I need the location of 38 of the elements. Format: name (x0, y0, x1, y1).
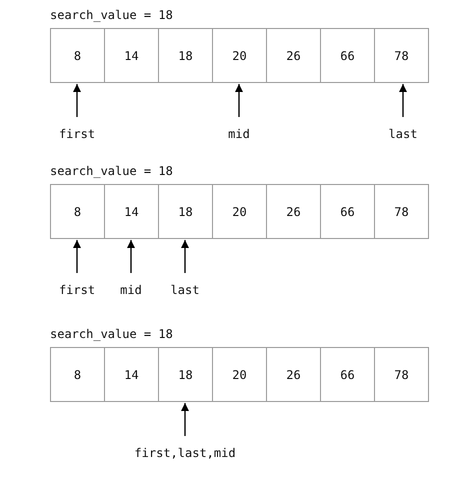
pointer-label: mid (228, 127, 250, 141)
arrow (181, 403, 189, 436)
variable-label: search_value = 18 (50, 8, 173, 22)
pointer-label: first,last,mid (134, 446, 236, 460)
pointer-label: last (388, 127, 418, 141)
array-cell: 18 (158, 28, 213, 83)
arrow (181, 240, 189, 273)
pointer-label: first (58, 283, 96, 297)
variable-label: search_value = 18 (50, 164, 173, 178)
array-cell: 18 (158, 184, 213, 239)
array-cell: 26 (266, 28, 321, 83)
array-cell: 78 (374, 184, 429, 239)
array-cell: 18 (158, 347, 213, 402)
arrow (73, 84, 81, 117)
pointer-label: last (170, 283, 200, 297)
arrow (399, 84, 407, 117)
array-cell: 78 (374, 347, 429, 402)
array-cell: 8 (50, 347, 105, 402)
array-cell: 8 (50, 28, 105, 83)
array-cell: 8 (50, 184, 105, 239)
array-cell: 14 (104, 347, 159, 402)
array-cell: 20 (212, 184, 267, 239)
array-cell: 78 (374, 28, 429, 83)
array-cell: 66 (320, 184, 375, 239)
array-cell: 66 (320, 28, 375, 83)
array-cell: 20 (212, 28, 267, 83)
pointer-label: first (58, 127, 96, 141)
array-cell: 20 (212, 347, 267, 402)
pointer-label: mid (120, 283, 142, 297)
arrow (73, 240, 81, 273)
arrow (235, 84, 243, 117)
variable-label: search_value = 18 (50, 327, 173, 341)
array-cell: 14 (104, 184, 159, 239)
array-cell: 26 (266, 347, 321, 402)
array-cell: 14 (104, 28, 159, 83)
array-cell: 26 (266, 184, 321, 239)
array-cell: 66 (320, 347, 375, 402)
arrow (127, 240, 135, 273)
